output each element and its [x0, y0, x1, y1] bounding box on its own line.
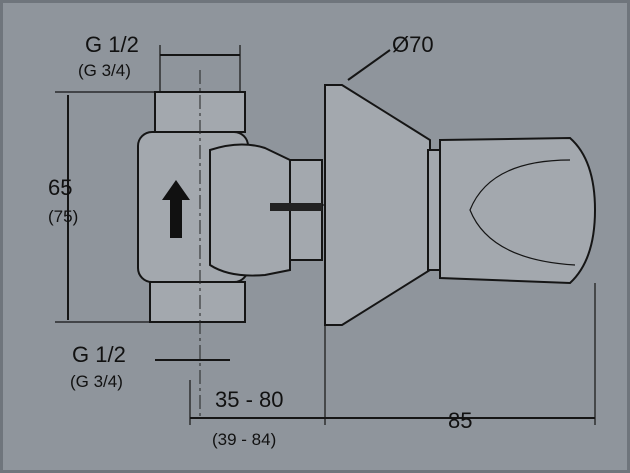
- depth-alt-label: (39 - 84): [212, 430, 276, 449]
- valve-body: [137, 91, 325, 323]
- inlet-thread-alt-label: (G 3/4): [78, 61, 131, 80]
- outlet-thread-alt-label: (G 3/4): [70, 372, 123, 391]
- handle: [427, 136, 597, 285]
- handle-length-label: 85: [448, 408, 472, 433]
- rosette-diameter-label: Ø70: [392, 32, 434, 57]
- inlet-thread-label: G 1/2: [85, 32, 139, 57]
- dimension-lines: [55, 45, 596, 425]
- height-alt-label: (75): [48, 207, 78, 226]
- height-label: 65: [48, 175, 72, 200]
- flow-direction-arrow-icon: [162, 180, 190, 238]
- outlet-thread-label: G 1/2: [72, 342, 126, 367]
- depth-label: 35 - 80: [215, 387, 284, 412]
